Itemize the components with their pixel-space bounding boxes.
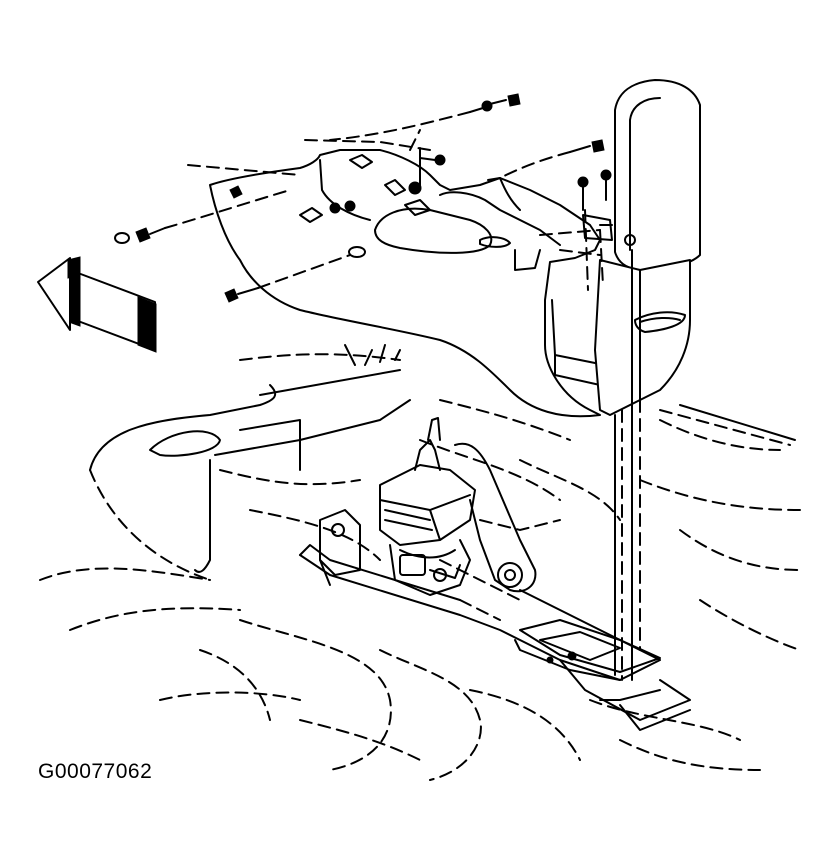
bolt-icon: [408, 147, 422, 195]
bolt-icon: [229, 185, 243, 199]
fasteners: [135, 93, 612, 303]
bolt-icon: [577, 169, 612, 211]
bolt-icon: [469, 93, 521, 113]
bolt-icon: [419, 154, 446, 166]
armrest-storage: [582, 79, 701, 416]
bolt-icon: [329, 200, 356, 214]
floor-pan-outline: [39, 399, 801, 781]
bolt-icon: [224, 287, 259, 303]
figure-id-label: G00077062: [38, 760, 153, 783]
front-direction-arrow-icon: [37, 256, 157, 353]
shifter-assembly: [299, 417, 691, 731]
instrument-panel-lower: [89, 344, 411, 573]
bolt-icon: [569, 139, 605, 153]
bolt-icon: [135, 227, 166, 243]
alignment-lines: [164, 111, 641, 681]
